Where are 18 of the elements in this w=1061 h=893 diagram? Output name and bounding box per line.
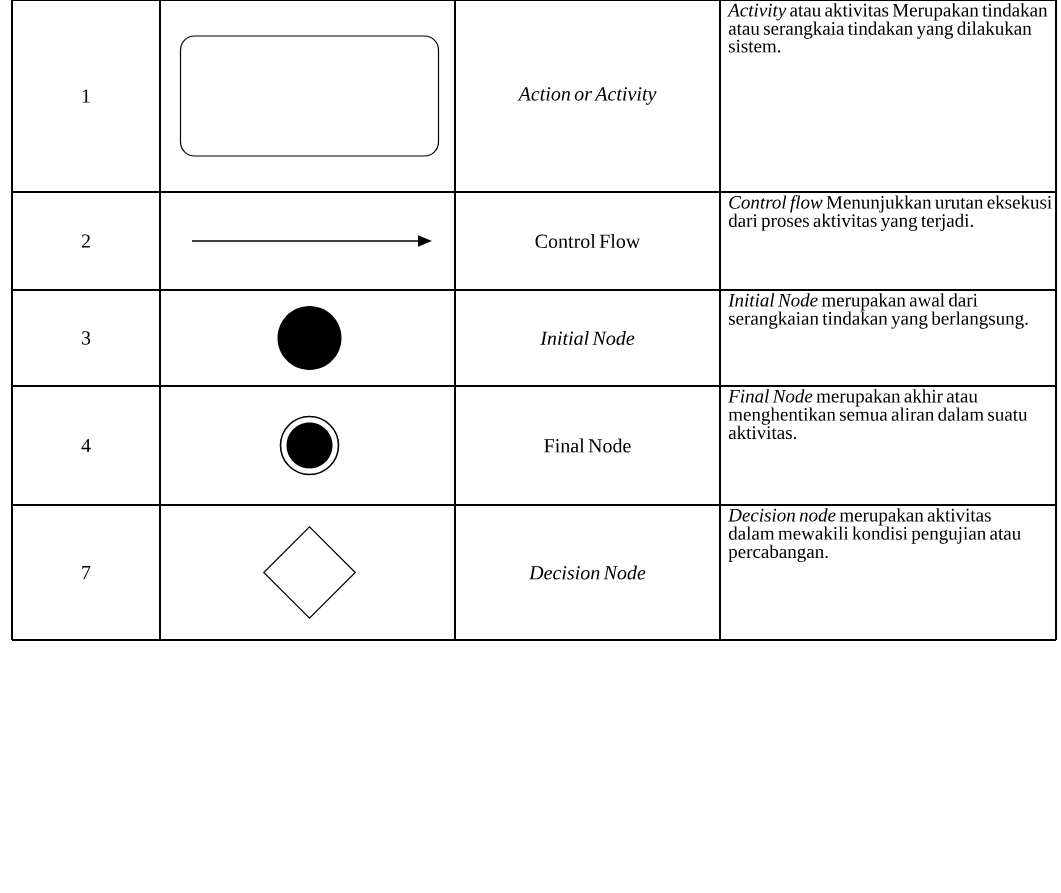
row-number: 4	[81, 438, 91, 453]
description-text: Control flow Menunjukkan urutan eksekusi dari proses aktivitas yang terjadi.	[728, 195, 1052, 231]
row-number: 2	[81, 234, 90, 248]
description-text: Activity atau aktivitas Merupakan tindakan atau serangkaia tindakan yang dilakukan sistem.	[727, 3, 1048, 53]
symbol-name: Initial Node	[540, 330, 635, 346]
symbol-name: Decision Node	[528, 565, 646, 580]
symbol-name: Final Node	[544, 438, 631, 453]
initial-node-dot	[277, 306, 342, 370]
final-node-symbol	[279, 415, 340, 476]
row-number: 1	[82, 89, 90, 103]
symbol-name: Control Flow	[535, 233, 641, 248]
description-text: Final Node merupakan akhir atau menghentikan semua aliran dalam suatu aktivitas.	[728, 389, 1028, 440]
row-number: 7	[82, 565, 91, 580]
description-text: Initial Node merupakan awal dari serangkaian tindakan yang berlangsung.	[728, 293, 1028, 329]
symbol-name: Action or Activity	[517, 87, 657, 105]
action-box	[179, 35, 440, 157]
row-number: 3	[81, 331, 91, 345]
description-text: Decision node merupakan aktivitas dalam mewakili kondisi pengujian atau percabangan.	[728, 508, 1021, 562]
